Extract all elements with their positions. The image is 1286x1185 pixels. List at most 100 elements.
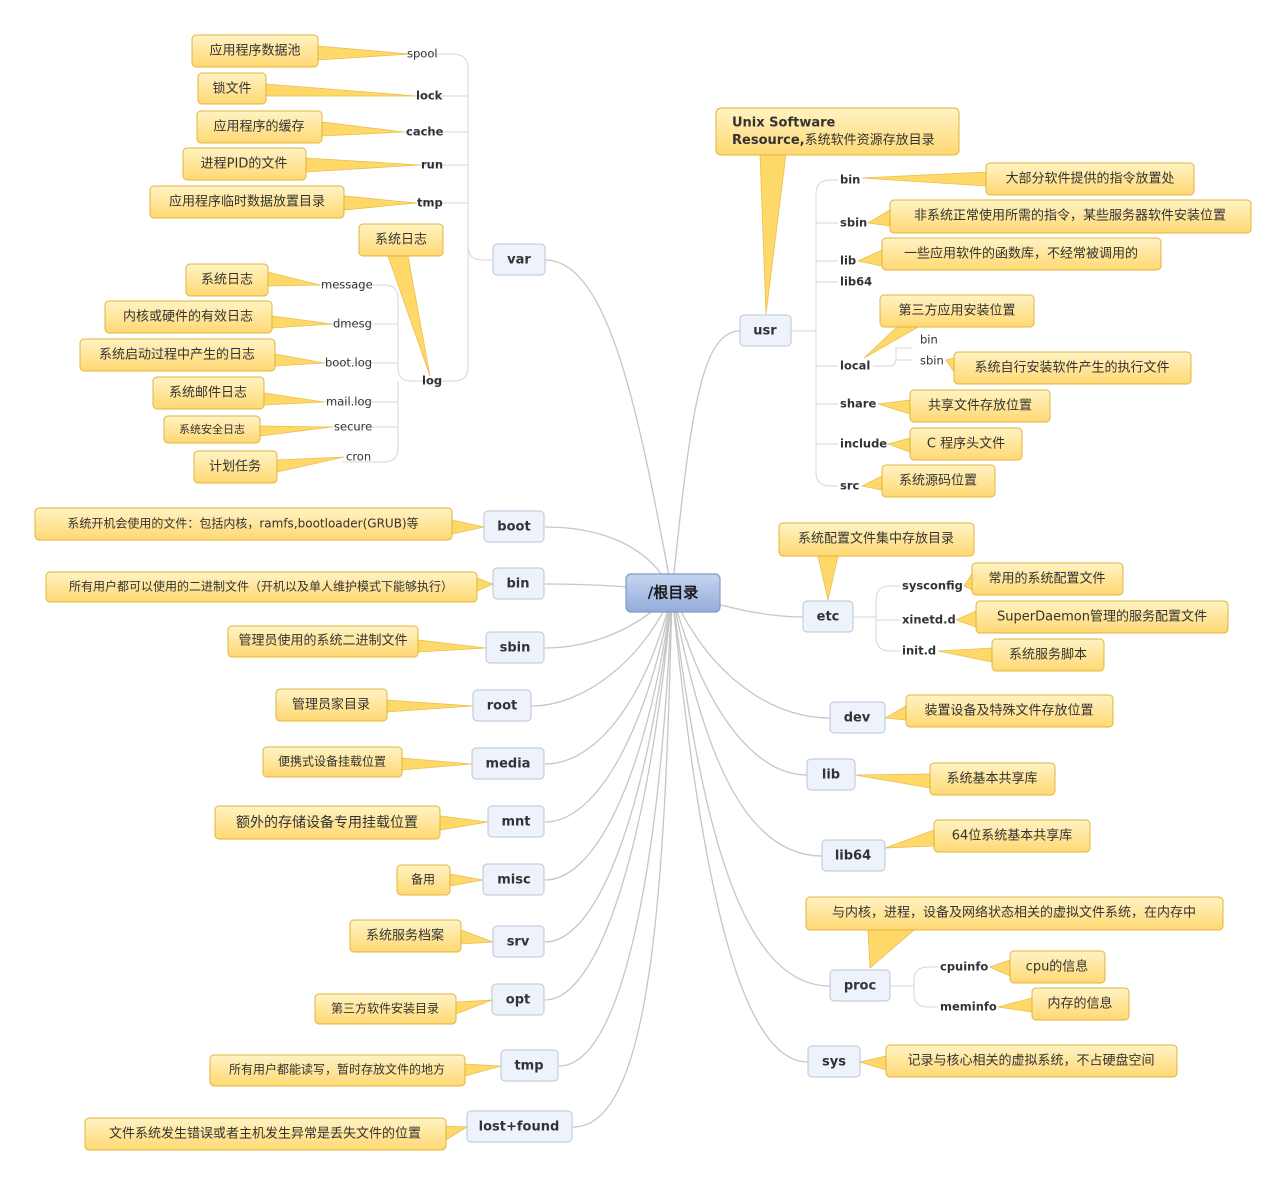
- etc-child-initd[interactable]: init.d: [902, 644, 936, 658]
- note-connectors: [259, 45, 1033, 1141]
- node-sbin[interactable]: sbin: [485, 631, 545, 664]
- node-lost-found[interactable]: lost+found: [466, 1110, 573, 1143]
- svg-text:run: run: [421, 158, 443, 172]
- note-tmp: 所有用户都能读写，暂时存放文件的地方: [209, 1054, 466, 1087]
- proc-branch-lines: [890, 966, 938, 1008]
- node-srv[interactable]: srv: [492, 925, 545, 958]
- note-opt: 第三方软件安装目录: [314, 993, 457, 1025]
- note-local-sbin: 系统自行安装软件产生的执行文件: [953, 351, 1192, 385]
- node-lib[interactable]: lib: [806, 758, 856, 791]
- note-dev: 装置设备及特殊文件存放位置: [905, 694, 1114, 728]
- usr-child-lib[interactable]: lib: [840, 254, 856, 268]
- svg-text:share: share: [840, 397, 876, 411]
- svg-text:非系统正常使用所需的指令，某些服务器软件安装位置: 非系统正常使用所需的指令，某些服务器软件安装位置: [914, 208, 1226, 224]
- svg-text:spool: spool: [407, 47, 438, 61]
- node-sys[interactable]: sys: [807, 1045, 861, 1078]
- note-usr-lib: 一些应用软件的函数库，不经常被调用的: [881, 237, 1162, 271]
- local-child-bin[interactable]: bin: [920, 333, 938, 347]
- note-sysconfig: 常用的系统配置文件: [971, 562, 1124, 596]
- svg-text:备用: 备用: [411, 873, 435, 887]
- var-child-run[interactable]: run: [421, 158, 443, 172]
- note-boot: 系统开机会使用的文件：包括内核，ramfs,bootloader(GRUB)等: [34, 507, 453, 541]
- note-srv: 系统服务档案: [349, 919, 462, 953]
- node-usr[interactable]: usr: [739, 314, 792, 347]
- log-child-boot-log[interactable]: boot.log: [325, 356, 372, 370]
- svg-text:usr: usr: [753, 324, 777, 339]
- svg-text:记录与核心相关的虚拟系统，不占硬盘空间: 记录与核心相关的虚拟系统，不占硬盘空间: [907, 1053, 1154, 1069]
- usr-child-local[interactable]: local: [840, 359, 870, 373]
- svg-text:进程PID的文件: 进程PID的文件: [201, 156, 288, 172]
- log-child-mail-log[interactable]: mail.log: [326, 395, 372, 409]
- var-child-spool[interactable]: spool: [407, 47, 438, 61]
- svg-text:bin: bin: [506, 577, 529, 592]
- note-run: 进程PID的文件: [182, 147, 307, 181]
- svg-text:message: message: [321, 278, 373, 292]
- note-tmp: 应用程序临时数据放置目录: [149, 185, 345, 219]
- log-child-dmesg[interactable]: dmesg: [333, 317, 372, 331]
- svg-text:常用的系统配置文件: 常用的系统配置文件: [988, 571, 1105, 587]
- svg-text:sys: sys: [822, 1055, 846, 1070]
- usr-child-share[interactable]: share: [840, 397, 876, 411]
- node-boot[interactable]: boot: [483, 510, 545, 543]
- svg-text:cpu的信息: cpu的信息: [1026, 959, 1089, 975]
- usr-branch-lines: [791, 179, 912, 487]
- var-child-tmp[interactable]: tmp: [417, 196, 443, 210]
- svg-text:第三方应用安装位置: 第三方应用安装位置: [898, 303, 1015, 319]
- usr-child-sbin[interactable]: sbin: [840, 216, 867, 230]
- log-child-message[interactable]: message: [321, 278, 373, 292]
- svg-text:额外的存储设备专用挂载位置: 额外的存储设备专用挂载位置: [236, 814, 418, 831]
- svg-text:所有用户都能读写，暂时存放文件的地方: 所有用户都能读写，暂时存放文件的地方: [229, 1062, 445, 1077]
- node-proc[interactable]: proc: [829, 969, 891, 1002]
- note-cache: 应用程序的缓存: [196, 110, 323, 144]
- log-child-cron[interactable]: cron: [346, 450, 371, 464]
- log-child-secure[interactable]: secure: [334, 420, 372, 434]
- usr-child-lib64[interactable]: lib64: [840, 275, 872, 289]
- svg-text:tmp: tmp: [514, 1059, 543, 1074]
- svg-text:系统源码位置: 系统源码位置: [899, 474, 977, 489]
- proc-child-cpuinfo[interactable]: cpuinfo: [940, 960, 988, 974]
- node-media[interactable]: media: [471, 747, 545, 780]
- etc-child-xinetd[interactable]: xinetd.d: [902, 613, 956, 627]
- svg-text:cache: cache: [406, 125, 444, 139]
- svg-text:应用程序数据池: 应用程序数据池: [209, 43, 300, 59]
- node-bin[interactable]: bin: [492, 567, 545, 600]
- svg-text:lib: lib: [840, 254, 856, 268]
- note-message: 系统日志: [185, 263, 269, 297]
- node-tmp[interactable]: tmp: [500, 1049, 559, 1082]
- node-dev[interactable]: dev: [829, 701, 886, 734]
- svg-text:mail.log: mail.log: [326, 395, 372, 409]
- note-initd: 系统服务脚本: [991, 638, 1105, 672]
- node-misc[interactable]: misc: [482, 863, 545, 896]
- svg-text:tmp: tmp: [417, 196, 443, 210]
- svg-text:bin: bin: [920, 333, 938, 347]
- svg-text:misc: misc: [497, 873, 530, 888]
- note-usr-sbin: 非系统正常使用所需的指令，某些服务器软件安装位置: [889, 199, 1252, 234]
- proc-child-meminfo[interactable]: meminfo: [940, 1000, 997, 1014]
- note-proc: 与内核，进程，设备及网络状态相关的虚拟文件系统，在内存中: [805, 896, 1224, 931]
- note-etc: 系统配置文件集中存放目录: [778, 522, 975, 557]
- root-node[interactable]: /根目录: [625, 573, 721, 613]
- var-child-lock[interactable]: lock: [416, 89, 443, 103]
- etc-child-sysconfig[interactable]: sysconfig: [902, 579, 963, 593]
- node-var[interactable]: var: [492, 243, 546, 276]
- svg-text:sysconfig: sysconfig: [902, 579, 963, 593]
- note-misc: 备用: [396, 864, 451, 896]
- node-etc[interactable]: etc: [802, 600, 854, 633]
- var-child-log[interactable]: log: [422, 374, 442, 388]
- svg-text:boot: boot: [497, 520, 530, 535]
- svg-text:cpuinfo: cpuinfo: [940, 960, 988, 974]
- local-child-sbin[interactable]: sbin: [920, 354, 944, 368]
- svg-text:大部分软件提供的指令放置处: 大部分软件提供的指令放置处: [1005, 171, 1174, 187]
- svg-text:lost+found: lost+found: [479, 1120, 560, 1135]
- node-opt[interactable]: opt: [491, 983, 545, 1016]
- usr-child-src[interactable]: src: [840, 479, 860, 493]
- var-child-cache[interactable]: cache: [406, 125, 444, 139]
- note-media: 便携式设备挂载位置: [262, 746, 403, 778]
- svg-text:系统服务档案: 系统服务档案: [366, 928, 444, 944]
- usr-child-bin[interactable]: bin: [840, 173, 860, 187]
- node-lib64[interactable]: lib64: [821, 839, 886, 872]
- node-mnt[interactable]: mnt: [487, 805, 545, 838]
- node-root[interactable]: root: [472, 689, 532, 722]
- svg-text:cron: cron: [346, 450, 371, 464]
- usr-child-include[interactable]: include: [840, 437, 887, 451]
